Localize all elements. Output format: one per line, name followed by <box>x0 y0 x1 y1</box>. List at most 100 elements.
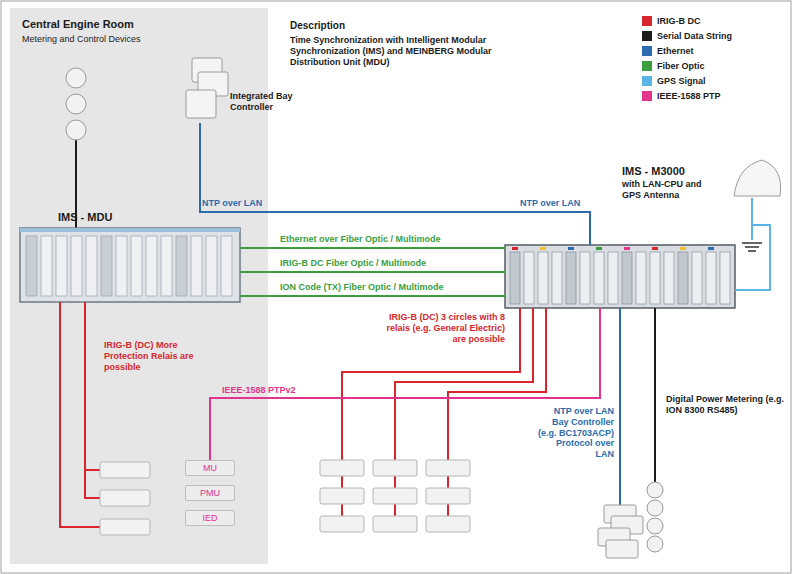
rack-module <box>26 236 37 296</box>
connector-label: IEEE-1588 PTPv2 <box>222 385 296 396</box>
node-heading: Integrated Bay Controller <box>230 91 302 113</box>
legend-row: IRIG-B DC <box>642 16 701 26</box>
controller-icon <box>186 90 216 118</box>
note-text: IRIG-B (DC) More Protection Relais are p… <box>104 340 202 372</box>
rack-slots <box>26 236 730 304</box>
connector-label: ION Code (TX) Fiber Optic / Multimode <box>280 282 444 293</box>
note-text: IRIG-B (DC) 3 circles with 8 relais (e.g… <box>380 312 505 344</box>
node-subtext: with LAN-CPU and GPS Antenna <box>622 179 704 201</box>
meter-circle <box>647 482 663 498</box>
rack-module <box>101 236 112 296</box>
rack-module <box>56 236 67 296</box>
signal-connector <box>240 295 505 297</box>
relay-box <box>426 516 470 532</box>
rack-module <box>608 252 618 304</box>
legend-text: Fiber Optic <box>657 61 705 71</box>
rack-module <box>221 236 232 296</box>
legend-swatch <box>642 91 652 101</box>
meter-circle <box>66 94 86 114</box>
note-text: Digital Power Metering (e.g. ION 8300 RS… <box>666 394 784 416</box>
room-panel: Central Engine RoomMetering and Control … <box>10 8 268 564</box>
meter-circle <box>647 518 663 534</box>
relay-box <box>373 460 417 476</box>
rack-module <box>538 252 548 304</box>
connector-label: IRIG-B DC Fiber Optic / Multimode <box>280 258 426 269</box>
mdu-rack <box>20 228 240 302</box>
rack-module <box>566 252 576 304</box>
legend-row: Fiber Optic <box>642 61 705 71</box>
rack-module <box>131 236 142 296</box>
rack-module <box>622 252 632 304</box>
relay-box <box>426 488 470 504</box>
protocol-label: NTP over LAN <box>520 198 580 209</box>
legend-text: IRIG-B DC <box>657 16 701 26</box>
device-box: IED <box>185 510 235 526</box>
legend-swatch <box>642 76 652 86</box>
rack-module <box>71 236 82 296</box>
rack-module <box>41 236 52 296</box>
rack-module <box>636 252 646 304</box>
rack-module <box>664 252 674 304</box>
status-led <box>680 247 686 250</box>
rack-module <box>678 252 688 304</box>
connector-label: NTP over LAN <box>202 198 262 209</box>
meter-circle <box>66 68 86 88</box>
status-led <box>652 247 658 250</box>
legend-swatch <box>642 46 652 56</box>
relay-box <box>320 488 364 504</box>
legend-row: GPS Signal <box>642 76 706 86</box>
status-led <box>624 247 630 250</box>
relay-box <box>100 462 150 478</box>
room-panel <box>10 8 268 564</box>
legend-row: Serial Data String <box>642 31 732 41</box>
rack-module <box>692 252 702 304</box>
rack-module <box>524 252 534 304</box>
device-name: IED <box>202 513 217 524</box>
irig-wire <box>342 308 546 516</box>
status-led <box>708 247 714 250</box>
meter-circle <box>647 536 663 552</box>
relay-box <box>426 460 470 476</box>
rack-strip <box>20 228 240 232</box>
sync-system: IMS - M3000with LAN-CPU and GPS Antenna <box>505 245 735 308</box>
gps-wire <box>751 198 753 240</box>
relay-box <box>373 488 417 504</box>
relay-grid <box>320 460 470 532</box>
rack-module <box>191 236 202 296</box>
legend-text: Ethernet <box>657 46 694 56</box>
distribution-unit: IMS - MDU <box>20 228 240 302</box>
rack-module <box>116 236 127 296</box>
note-text: NTP over LAN Bay Controller (e.g. BC1703… <box>536 406 614 460</box>
legend-text: IEEE-1588 PTP <box>657 91 721 101</box>
rack-module <box>206 236 217 296</box>
description-text: Time Synchronization with Intelligent Mo… <box>290 35 540 67</box>
signal-connector <box>200 123 590 245</box>
controller-icon <box>606 540 638 558</box>
signal-connector <box>240 271 505 273</box>
gps-antenna <box>734 160 781 196</box>
legend-text: Serial Data String <box>657 31 732 41</box>
ground-symbol <box>742 243 762 251</box>
relay-box <box>320 460 364 476</box>
legend-row: IEEE-1588 PTP <box>642 91 721 101</box>
serial-wire <box>654 308 656 482</box>
rack-module <box>176 236 187 296</box>
node-heading: IMS - M3000 <box>622 165 685 178</box>
connector-label: Ethernet over Fiber Optic / Multimode <box>280 234 441 245</box>
rack-module <box>580 252 590 304</box>
device-name: MU <box>203 463 217 474</box>
device-box: PMU <box>185 485 235 501</box>
relay-box <box>320 516 364 532</box>
legend-text: GPS Signal <box>657 76 706 86</box>
status-led <box>568 247 574 250</box>
rack-module <box>594 252 604 304</box>
rack-module <box>161 236 172 296</box>
status-led <box>596 247 602 250</box>
status-led <box>540 247 546 250</box>
node-heading: Central Engine Room <box>22 18 134 31</box>
legend-swatch <box>642 16 652 26</box>
legend-swatch <box>642 61 652 71</box>
rack-module <box>86 236 97 296</box>
device-box: MU <box>185 460 235 476</box>
